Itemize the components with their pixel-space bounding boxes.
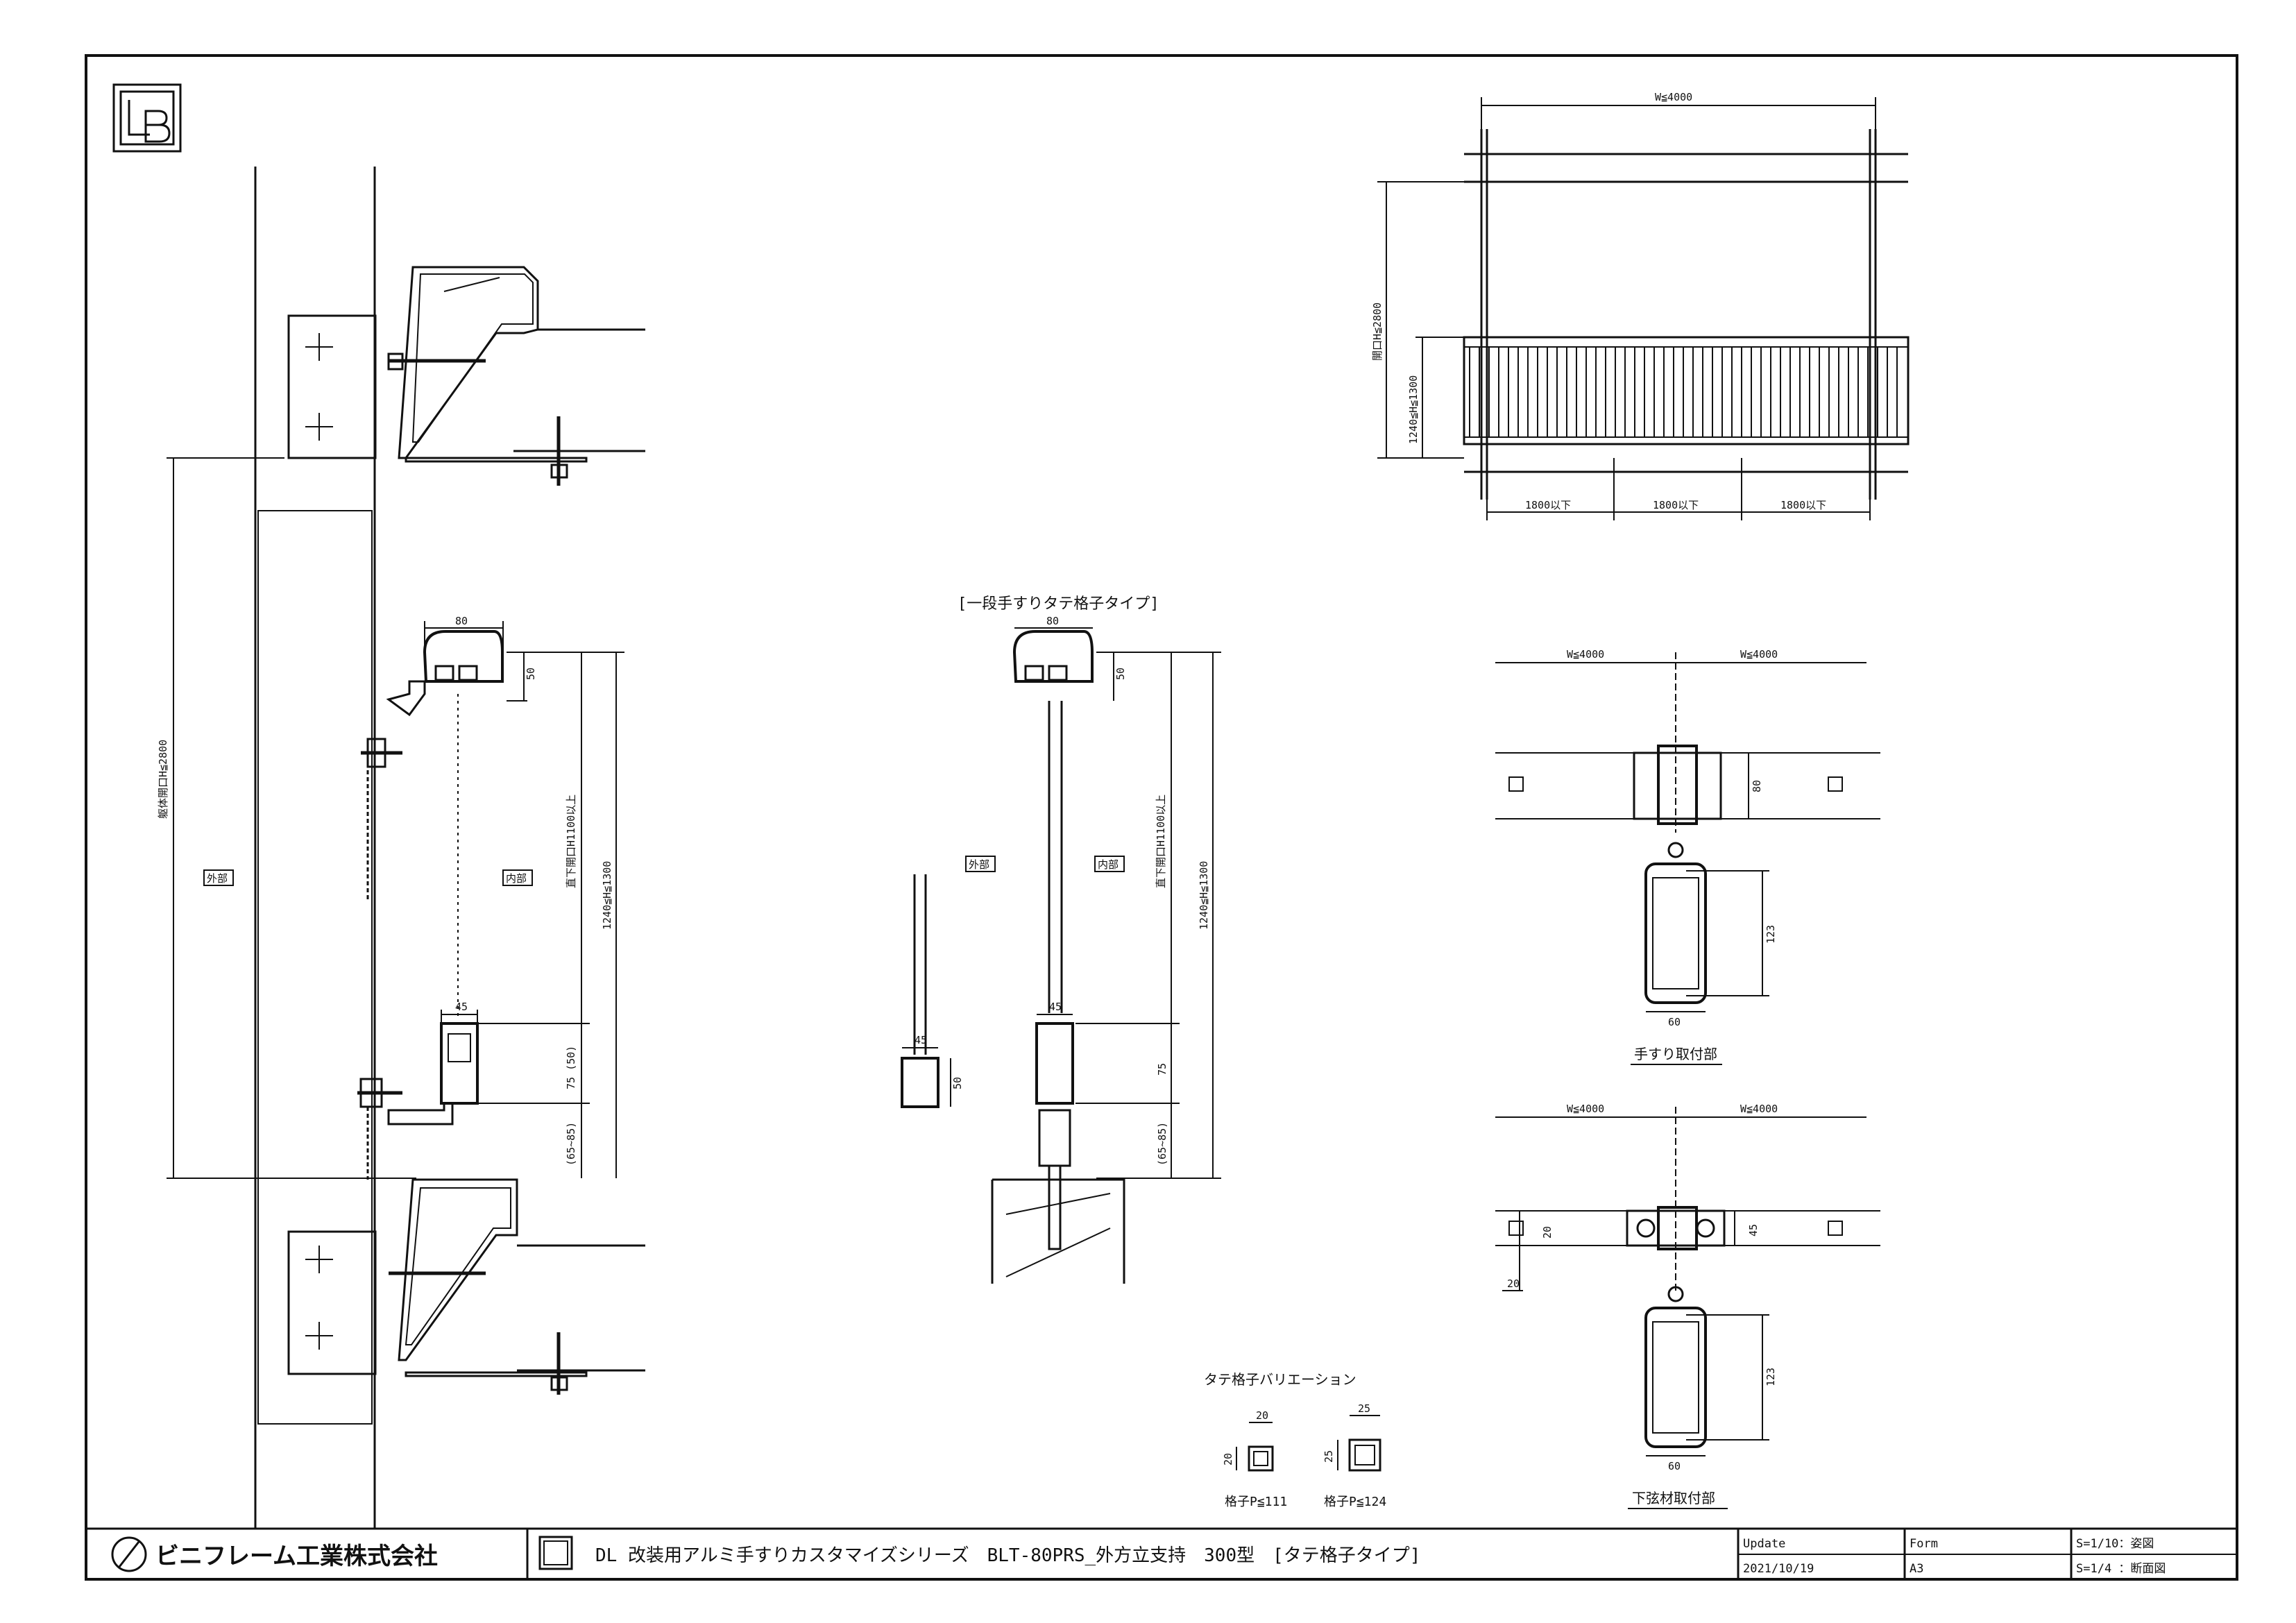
lower-caption: 下弦材取付部: [1632, 1490, 1715, 1506]
lower-width-dimension: 45: [455, 1001, 468, 1013]
handrail-w-left: W≦4000: [1567, 648, 1604, 661]
lower-dim-20b: 20: [1507, 1277, 1520, 1290]
elevation-height-dim: 1240≦H≦1300: [1407, 375, 1420, 444]
rail-height-dimension: 50: [525, 668, 537, 680]
elevation-spacing-3: 1800以下: [1780, 499, 1826, 511]
variations-title: タテ格子バリエーション: [1204, 1371, 1357, 1388]
sheet-border: [85, 54, 2238, 1581]
var-b-width: 25: [1358, 1402, 1370, 1415]
handrail-dim-60: 60: [1668, 1016, 1681, 1028]
lower-w-left: W≦4000: [1567, 1103, 1604, 1115]
single-stage-title: [一段手すりタテ格子タイプ]: [958, 595, 1159, 613]
update-label: Update: [1743, 1537, 1785, 1551]
variations-drawing: [1236, 1415, 1381, 1472]
scale-section: S=1/4 ：断面図: [2076, 1562, 2166, 1576]
form-value: A3: [1910, 1562, 1923, 1576]
lower-chord-detail-drawing: [1495, 1107, 1880, 1456]
elevation-spacing-2: 1800以下: [1653, 499, 1699, 511]
company-logo: [111, 1536, 147, 1572]
total-height-dimension: 1240≦H≦1300: [601, 861, 613, 930]
var-section-height: 50: [951, 1077, 964, 1089]
lower-w-right: W≦4000: [1740, 1103, 1778, 1115]
handrail-dim-123: 123: [1764, 925, 1777, 944]
var-a-caption: 格子P≦111: [1225, 1495, 1287, 1509]
opening-dimension: 躯体開口H≦2800: [157, 740, 169, 819]
single-stage-drawing: [901, 627, 1221, 1284]
elevation-width-dim: W≦4000: [1655, 91, 1692, 103]
single-bottom-gap: (65~85): [1156, 1122, 1168, 1166]
scale-elevation: S=1/10：姿図: [2076, 1537, 2154, 1551]
var-a-width: 20: [1256, 1409, 1268, 1422]
handrail-caption: 手すり取付部: [1634, 1046, 1717, 1062]
single-exterior-label: 外部: [969, 858, 989, 871]
var-b-caption: 格子P≦124: [1324, 1495, 1386, 1509]
elevation-spacing-1: 1800以下: [1525, 499, 1571, 511]
lower-dim-20a: 20: [1541, 1226, 1554, 1239]
title-lb-logo: [538, 1536, 573, 1570]
lower-dim-123: 123: [1764, 1368, 1777, 1386]
update-value: 2021/10/19: [1743, 1562, 1814, 1576]
var-b-height: 25: [1323, 1450, 1335, 1463]
var-section-width: 45: [915, 1034, 927, 1046]
handrail-w-right: W≦4000: [1740, 648, 1778, 661]
single-interior-label: 内部: [1098, 858, 1119, 871]
elevation-opening-dim: 開口H≦2800: [1371, 303, 1384, 361]
single-clear-height: 直下開口H1100以上: [1155, 794, 1167, 888]
single-lower-height: 75: [1156, 1063, 1168, 1076]
form-label: Form: [1910, 1537, 1938, 1551]
elevation-drawing: [1377, 97, 1910, 520]
var-a-height: 20: [1222, 1453, 1234, 1465]
handrail-detail-drawing: [1495, 652, 1880, 1012]
interior-label: 内部: [506, 872, 527, 885]
exterior-label: 外部: [207, 872, 228, 885]
single-rail-width: 80: [1046, 615, 1059, 627]
handrail-dim-80: 80: [1751, 780, 1763, 792]
main-section-drawing: [167, 167, 645, 1529]
single-lower-width: 45: [1049, 1001, 1062, 1013]
lb-logo: [112, 83, 182, 153]
bottom-gap-dimension: (65~85): [565, 1122, 577, 1166]
single-total-height: 1240≦H≦1300: [1198, 861, 1210, 930]
lower-dim-45: 45: [1747, 1224, 1760, 1237]
rail-width-dimension: 80: [455, 615, 468, 627]
drawing-title: DL 改装用アルミ手すりカスタマイズシリーズ BLT-80PRS_外方立支持 3…: [595, 1545, 1420, 1566]
lower-height-dimension: 75 (50): [565, 1046, 577, 1089]
single-rail-height: 50: [1114, 668, 1127, 680]
clear-height-dimension: 直下開口H1100以上: [565, 794, 577, 888]
lower-dim-60: 60: [1668, 1460, 1681, 1472]
company-name: ビニフレーム工業株式会社: [155, 1543, 438, 1570]
